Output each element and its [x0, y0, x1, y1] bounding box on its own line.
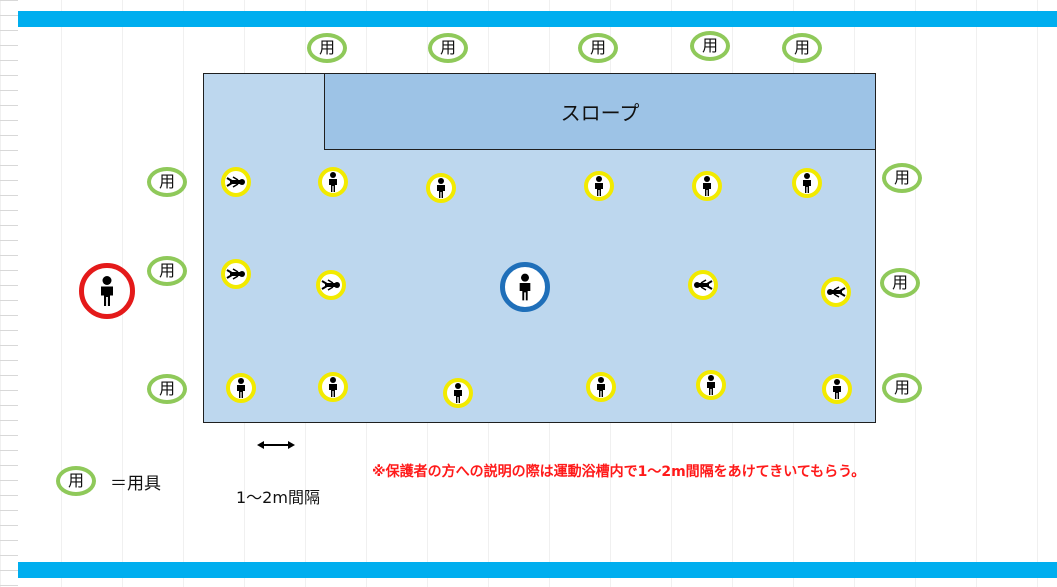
equipment-label: 用: [701, 36, 718, 55]
spacing-label: 1〜2m間隔: [236, 488, 320, 507]
swimmer-marker: [318, 167, 348, 197]
slope-area: スロープ: [324, 73, 876, 150]
swimmer-marker: [221, 259, 251, 289]
swimmer-marker: [426, 173, 456, 203]
equipment-label: 用: [158, 261, 175, 280]
swimmer-marker: [318, 372, 348, 402]
equipment-label: 用: [158, 172, 175, 191]
person-standing-icon: [454, 383, 462, 403]
lifeguard-marker: [79, 263, 135, 319]
equipment-marker: 用: [882, 163, 922, 193]
equipment-label: 用: [67, 471, 84, 490]
swimmer-marker: [584, 171, 614, 201]
equipment-marker: 用: [147, 374, 187, 404]
equipment-marker: 用: [428, 33, 468, 63]
swimmer-marker: [692, 171, 722, 201]
swimmer-marker: [792, 168, 822, 198]
person-standing-icon: [833, 379, 841, 399]
equipment-marker: 用: [578, 33, 618, 63]
double-arrow-icon: [257, 441, 295, 449]
person-swimming-left-icon: [694, 279, 713, 291]
swimmer-marker: [443, 378, 473, 408]
equipment-label: 用: [589, 38, 606, 57]
person-standing-icon: [329, 377, 337, 397]
legend-equipment-marker: 用: [56, 466, 96, 496]
person-standing-icon: [703, 176, 711, 196]
equipment-marker: 用: [147, 256, 187, 286]
equipment-marker: 用: [882, 373, 922, 403]
person-standing-icon: [803, 173, 811, 193]
equipment-label: 用: [893, 168, 910, 187]
person-swimming-left-icon: [827, 286, 846, 298]
equipment-label: 用: [439, 38, 456, 57]
person-standing-icon: [707, 375, 715, 395]
top-band: [18, 11, 1057, 27]
equipment-label: 用: [158, 379, 175, 398]
equipment-marker: 用: [147, 167, 187, 197]
equipment-label: 用: [891, 273, 908, 292]
legend-label: ＝用具: [110, 474, 161, 494]
person-standing-icon: [237, 378, 245, 398]
swimmer-marker: [586, 372, 616, 402]
person-standing-icon: [595, 176, 603, 196]
bottom-band: [18, 562, 1057, 578]
person-standing-icon: [101, 276, 113, 306]
person-standing-icon: [597, 377, 605, 397]
swimmer-marker: [221, 167, 251, 197]
swimmer-marker: [316, 270, 346, 300]
equipment-label: 用: [318, 38, 335, 57]
swimmer-marker: [696, 370, 726, 400]
person-standing-icon: [519, 273, 531, 301]
instruction-note: ※保護者の方への説明の際は運動浴槽内で1〜2m間隔をあけてきいてもらう。: [372, 464, 866, 480]
person-standing-icon: [437, 178, 445, 198]
swimmer-marker: [688, 270, 718, 300]
equipment-marker: 用: [782, 33, 822, 63]
slope-label: スロープ: [560, 101, 640, 125]
person-standing-icon: [329, 172, 337, 192]
person-swimming-right-icon: [226, 176, 245, 188]
instructor-marker: [500, 262, 550, 312]
equipment-marker: 用: [307, 33, 347, 63]
swimmer-marker: [822, 374, 852, 404]
swimmer-marker: [226, 373, 256, 403]
equipment-marker: 用: [690, 31, 730, 61]
equipment-label: 用: [893, 378, 910, 397]
swimmer-marker: [821, 277, 851, 307]
row-headers: [0, 0, 18, 587]
person-swimming-right-icon: [226, 268, 245, 280]
equipment-marker: 用: [880, 268, 920, 298]
equipment-label: 用: [793, 38, 810, 57]
person-swimming-right-icon: [321, 279, 340, 291]
